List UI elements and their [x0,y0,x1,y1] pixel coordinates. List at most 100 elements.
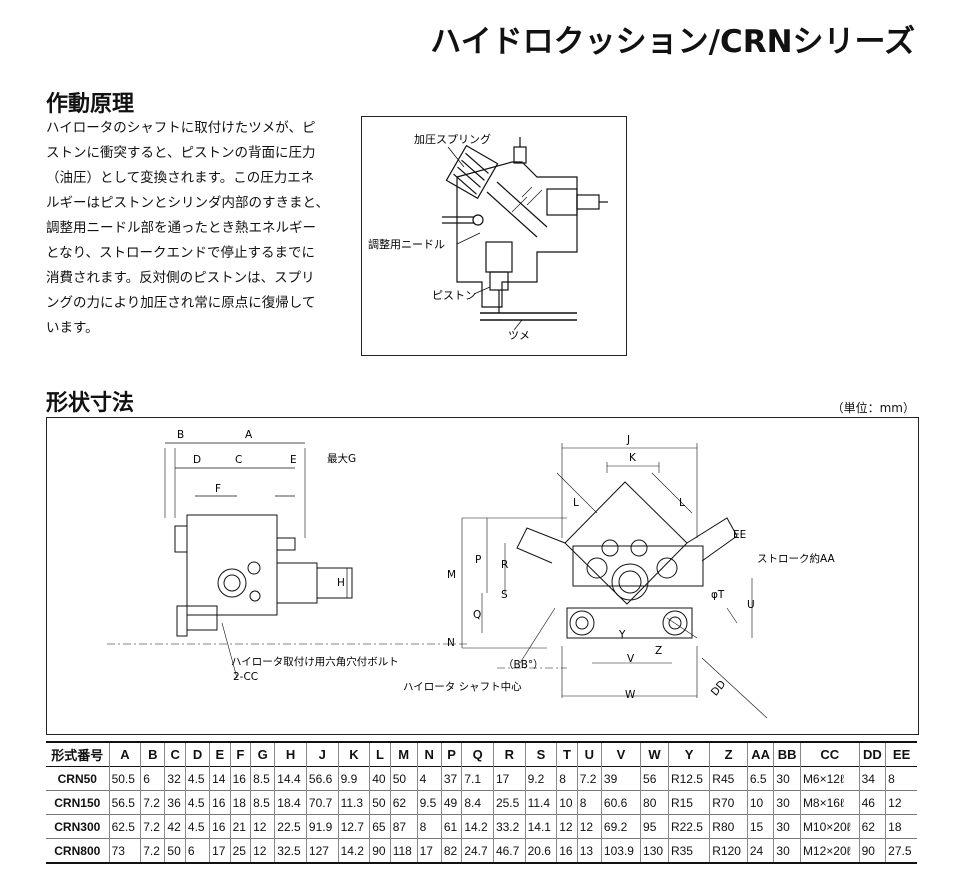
principle-diagram: 加圧スプリング 調整用ニードル ピストン ツメ [361,116,627,356]
table-cell: 24.7 [461,838,494,863]
dim-label-L-left: L [573,497,579,509]
table-cell: 11.3 [337,790,370,815]
table-cell: 16 [209,814,231,839]
table-header: AA [746,742,774,767]
dim-label-H: H [337,577,345,589]
dim-label-BB: （BB°） [503,659,544,671]
table-cell: 12.7 [337,814,370,839]
table-cell: 16 [556,838,578,863]
table-header: R [492,742,526,767]
label-piston: ピストン [432,289,476,302]
table-cell: 24 [746,838,774,863]
table-header: S [524,742,557,767]
table-header: N [416,742,442,767]
table-cell: 14.2 [461,814,494,839]
principle-line: います。 [46,320,99,336]
table-cell: R12.5 [667,766,710,791]
shaft-center-label: ハイロータ シャフト中心 [403,680,522,693]
label-claw: ツメ [508,329,530,342]
dim-label-B: B [177,429,184,441]
dim-label-V: V [627,653,635,665]
table-header: Z [709,742,748,767]
dim-label-M: M [447,569,456,581]
table-cell: 62 [858,814,886,839]
table-cell: R15 [667,790,710,815]
dim-label-Q: Q [473,609,481,621]
table-cell: 9.9 [337,766,370,791]
table-cell: 90 [369,838,391,863]
table-cell: 20.6 [524,838,557,863]
table-cell: 130 [640,838,669,863]
principle-text: ハイロータのシャフトに取付けたツメが、ピ ストンに衝突すると、ピストンの背面に圧… [46,116,346,341]
table-header: A [108,742,141,767]
table-cell: 8 [416,814,442,839]
table-cell: R70 [709,790,748,815]
dim-label-Z: Z [655,645,662,657]
table-cell: M12×20ℓ [799,838,860,863]
table-cell: 70.7 [305,790,339,815]
table-header: K [337,742,370,767]
table-cell: 18 [229,790,251,815]
dim-label-P: P [475,554,481,566]
table-cell: 25 [229,838,251,863]
table-cell: 6 [140,766,165,791]
table-header: D [184,742,210,767]
table-cell: 8 [556,766,578,791]
table-cell: 56.6 [305,766,339,791]
dim-label-W: W [625,689,636,701]
dimension-drawing: B A D C E 最大G F H ハイロータ取付け用六角穴付ボルト 2-CC … [46,417,919,735]
table-header: H [274,742,307,767]
table-cell: 17 [416,838,442,863]
table-header: CC [799,742,860,767]
spec-table: 形式番号 A B C D E F G H J K L M N P Q R S T… [46,741,917,864]
table-cell: 62.5 [108,814,141,839]
table-header: C [164,742,186,767]
table-cell: 42 [164,814,186,839]
table-cell: 50 [164,838,186,863]
table-cell: 17 [492,766,526,791]
table-cell: 4.5 [184,766,210,791]
table-header: B [140,742,165,767]
dim-label-DD: DD [709,678,729,698]
table-cell: 30 [773,766,801,791]
table-header: J [305,742,339,767]
table-cell: 87 [389,814,418,839]
table-cell: 12 [250,814,275,839]
table-header: E [209,742,231,767]
label-spring: 加圧スプリング [414,132,491,146]
table-cell: 90 [858,838,886,863]
table-cell: 30 [773,838,801,863]
table-header: F [229,742,251,767]
table-cell: 14.4 [274,766,307,791]
table-header: V [600,742,641,767]
table-cell: 12 [885,790,917,815]
table-header: G [250,742,275,767]
table-cell: R45 [709,766,748,791]
table-cell: R35 [667,838,710,863]
table-header: EE [885,742,917,767]
table-header: W [640,742,669,767]
principle-line: ハイロータのシャフトに取付けたツメが、ピ [46,120,316,136]
table-cell: 50 [389,766,418,791]
table-cell: 8.4 [461,790,494,815]
table-cell: 50.5 [108,766,141,791]
table-cell: 4 [416,766,442,791]
table-cell: 27.5 [885,838,917,863]
table-header: U [576,742,602,767]
table-cell: R80 [709,814,748,839]
dimension-drawing-svg: B A D C E 最大G F H ハイロータ取付け用六角穴付ボルト 2-CC … [107,429,835,719]
principle-line: となり、ストロークエンドで停止するまでに [46,245,316,261]
table-cell: 11.4 [524,790,557,815]
table-cell: 8.5 [250,766,275,791]
table-cell: 30 [773,814,801,839]
table-cell: 4.5 [184,790,210,815]
table-cell: 61 [440,814,462,839]
table-cell: 60.6 [600,790,641,815]
table-header: P [440,742,462,767]
principle-line: ングの力により加圧され常に原点に復帰して [46,295,316,311]
label-needle: 調整用ニードル [368,237,445,251]
table-cell: 37 [440,766,462,791]
